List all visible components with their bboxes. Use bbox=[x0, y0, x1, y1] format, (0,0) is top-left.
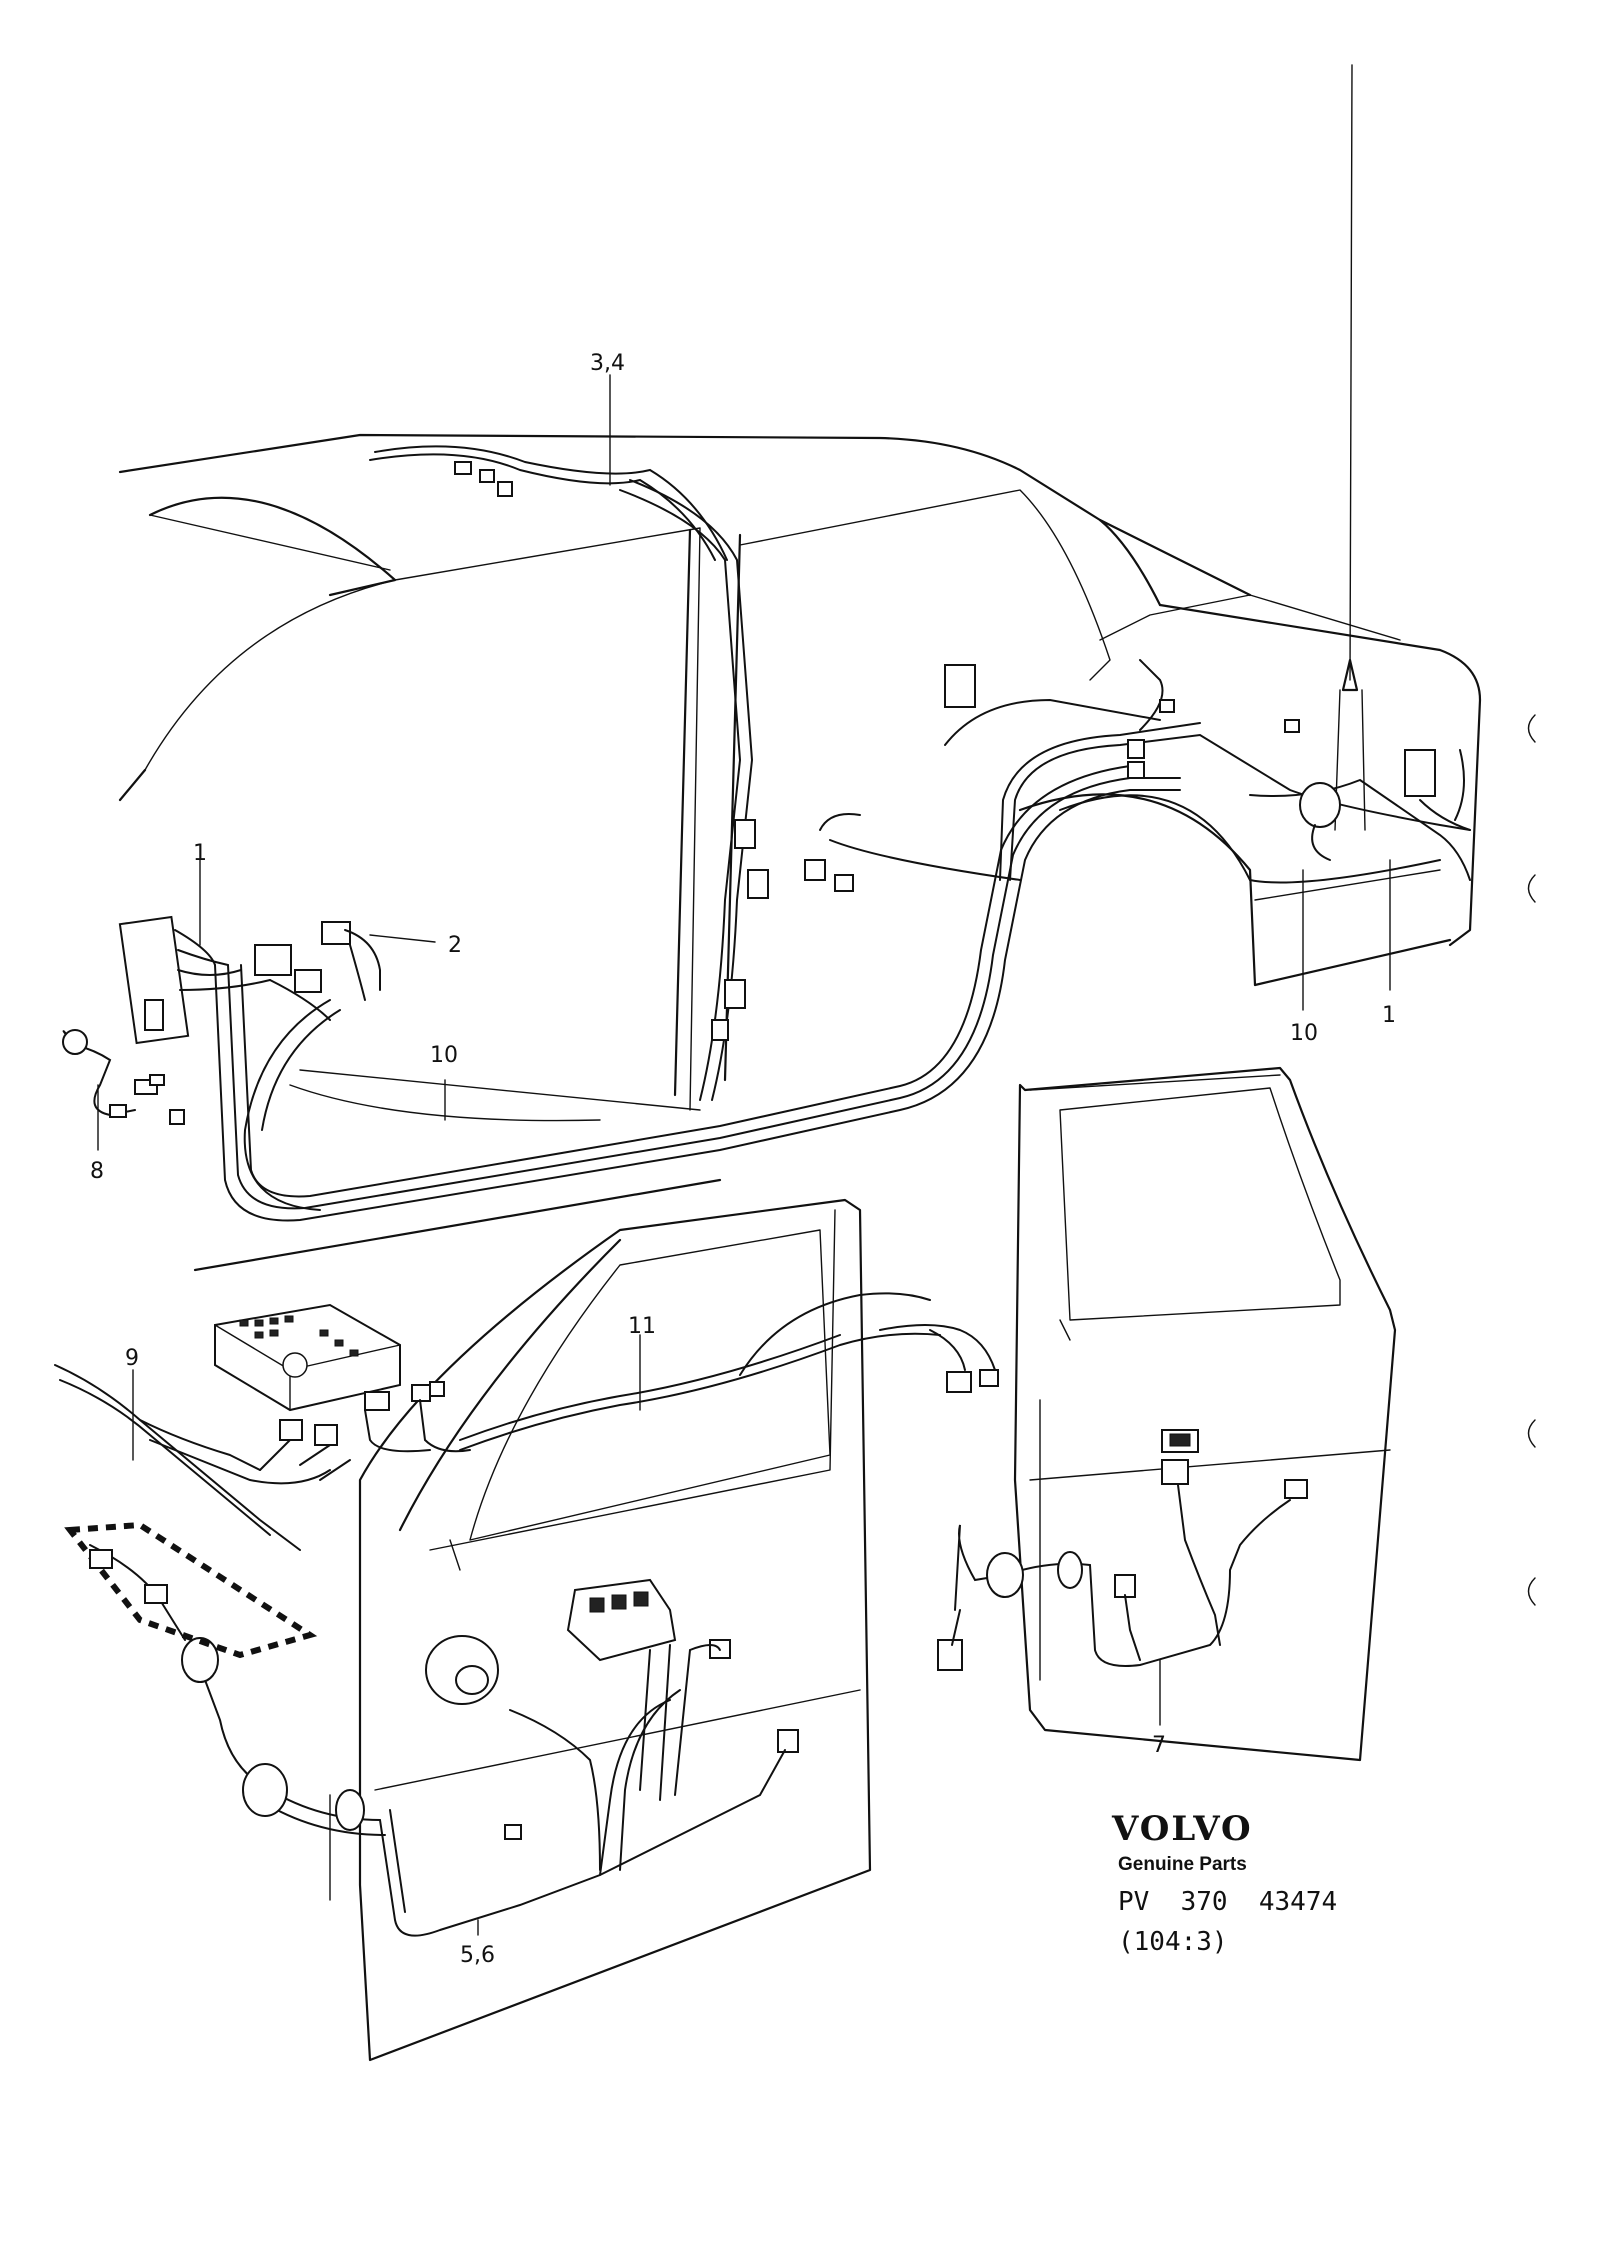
callout-8: 8 bbox=[90, 1159, 104, 1184]
central-electrical-unit bbox=[118, 915, 190, 1045]
cable-8 bbox=[62, 1030, 136, 1117]
rear-door-harness-7 bbox=[1089, 1499, 1291, 1667]
main-harness bbox=[214, 445, 1471, 1222]
front-door bbox=[64, 1198, 872, 2062]
callout-10-right: 10 bbox=[1290, 1021, 1318, 1046]
rear-door-grommet-2 bbox=[1057, 1551, 1083, 1589]
door-grommet-2 bbox=[335, 1789, 365, 1831]
door-harness-11 bbox=[459, 1332, 941, 1451]
callout-labels: 3,4 1 2 10 8 10 1 9 11 7 5,6 bbox=[90, 351, 1396, 1968]
door-harness-5-6 bbox=[379, 1749, 786, 1937]
rear-door-grommet-1 bbox=[986, 1552, 1024, 1598]
dashboard-outline bbox=[64, 1521, 318, 1659]
callout-5-6: 5,6 bbox=[460, 1943, 495, 1968]
footer-block: VOLVO Genuine Parts PV 370 43474 (104:3) bbox=[1111, 1809, 1337, 1957]
part-number: PV 370 43474 bbox=[1118, 1887, 1337, 1917]
callout-10-left: 10 bbox=[430, 1043, 458, 1068]
connector-rear-door-a bbox=[804, 859, 826, 881]
connector-2b bbox=[294, 969, 322, 993]
callout-1-left: 1 bbox=[193, 841, 207, 866]
relay-box bbox=[214, 1303, 401, 1412]
volvo-logo-text: VOLVO bbox=[1111, 1809, 1253, 1849]
connector-rear-light bbox=[1404, 749, 1436, 797]
callout-9: 9 bbox=[125, 1346, 139, 1371]
window-switch-panel bbox=[566, 1578, 677, 1662]
callout-1-right: 1 bbox=[1382, 1003, 1396, 1028]
callout-7: 7 bbox=[1152, 1733, 1166, 1758]
callout-2: 2 bbox=[448, 933, 462, 958]
genuine-parts-label: Genuine Parts bbox=[1118, 1854, 1247, 1875]
callout-3-4: 3,4 bbox=[590, 351, 625, 376]
connector-2c bbox=[321, 921, 351, 945]
rear-door bbox=[937, 1066, 1397, 1762]
door-grommet-1 bbox=[242, 1763, 288, 1817]
dash-harness-9 bbox=[54, 1364, 301, 1551]
body-connectors bbox=[62, 64, 1471, 1125]
antenna-motor bbox=[1299, 782, 1341, 828]
antenna bbox=[1349, 64, 1353, 681]
connector-2a bbox=[254, 944, 292, 976]
diagram-reference: (104:3) bbox=[1118, 1927, 1228, 1957]
car-body bbox=[118, 433, 1482, 1272]
binder-marks bbox=[1527, 714, 1536, 1606]
callout-11: 11 bbox=[628, 1314, 656, 1339]
leader-lines bbox=[97, 374, 1391, 1936]
dash-components bbox=[54, 1292, 999, 1551]
